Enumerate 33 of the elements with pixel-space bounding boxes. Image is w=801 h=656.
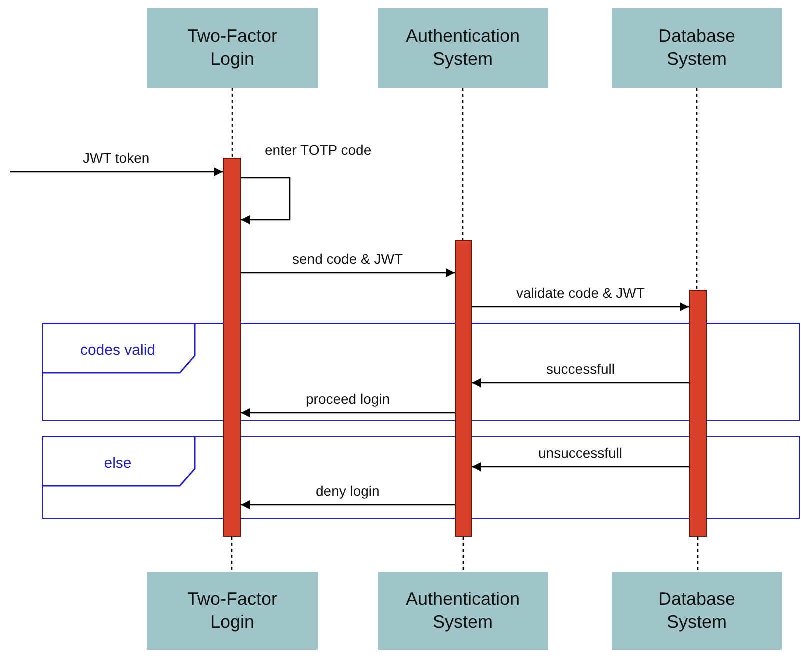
edge-label: proceed login (304, 391, 392, 407)
message-arrow (241, 268, 455, 278)
edge-label: enter TOTP code (263, 142, 374, 158)
edge-label: deny login (314, 483, 382, 499)
lifeline (232, 88, 234, 158)
edge-label: unsuccessfull (536, 445, 625, 461)
participant-box: Two-Factor Login (147, 572, 318, 650)
edge-label: send code & JWT (290, 251, 405, 267)
lifeline (696, 88, 698, 290)
participant-box: Database System (612, 8, 782, 88)
message-arrow (241, 408, 455, 418)
lifeline (462, 88, 464, 240)
message-arrow (241, 500, 455, 510)
message-arrow (472, 302, 689, 312)
participant-box: Authentication System (378, 8, 548, 88)
activation-bar (223, 158, 241, 537)
activation-bar (455, 240, 472, 537)
message-arrow (241, 177, 291, 224)
participant-box: Authentication System (378, 572, 548, 650)
activation-bar (689, 290, 707, 537)
fragment-label: codes valid (79, 342, 157, 359)
edge-label: validate code & JWT (514, 285, 647, 301)
edge-label: successfull (544, 361, 617, 377)
lifeline (697, 537, 699, 572)
fragment-label: else (103, 455, 133, 472)
edge-label: JWT token (81, 150, 152, 166)
participant-box: Two-Factor Login (147, 8, 318, 88)
message-arrow (472, 378, 689, 388)
message-arrow (10, 168, 223, 176)
lifeline (231, 537, 233, 572)
participant-box: Database System (612, 572, 782, 650)
lifeline (462, 537, 464, 572)
message-arrow (472, 462, 689, 472)
